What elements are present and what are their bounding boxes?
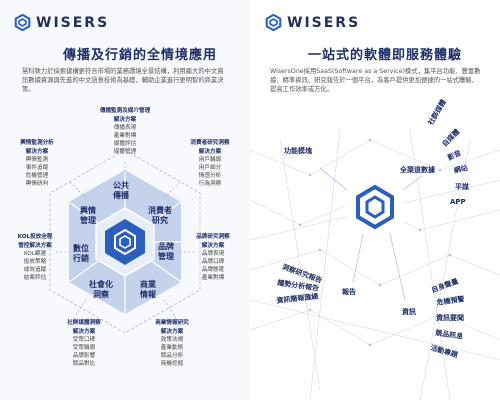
- block-item: 產業動態: [160, 344, 184, 351]
- block-sub: 解決方案: [113, 116, 137, 123]
- label-omni-channel-data: 全渠道數據: [400, 166, 435, 174]
- block-social-insight: 社群媒體洞察 解決方案 受眾口碑 受眾輪廓 品牌影響 競品對比: [56, 320, 112, 368]
- center-disc: [345, 177, 405, 237]
- hex-label-line: 研究: [152, 215, 168, 225]
- data-item-app: APP: [450, 198, 466, 206]
- hex-label-line: 公共: [113, 181, 129, 190]
- label-info: 資訊: [402, 308, 416, 316]
- hex-label-consumer: 消費者研究: [148, 206, 172, 225]
- block-sub: 解決方案: [72, 328, 96, 335]
- brand-name: WISERS: [36, 14, 110, 31]
- block-item: 行為洞察: [198, 180, 222, 187]
- page-title: 一站式的軟體即服務體驗: [308, 48, 463, 63]
- outer-dashed-ring: [49, 149, 201, 334]
- hex-label-social: 社會化洞察: [89, 280, 113, 299]
- hex-label-line: 數位: [73, 244, 89, 253]
- block-item: 用戶輪廓: [198, 156, 222, 163]
- block-item: 媒體評估: [113, 140, 137, 147]
- brand: WISERS: [14, 14, 109, 31]
- connectors: [56, 162, 194, 319]
- center-logo-icon: [114, 228, 136, 256]
- block-item: 產業對標: [201, 274, 225, 281]
- block-item: 成效追蹤: [23, 266, 47, 273]
- hex-label-line: 洞察: [93, 289, 109, 299]
- brand-name: WISERS: [287, 14, 361, 31]
- block-item: 事件追蹤: [25, 164, 49, 171]
- block-sub: 解決方案: [201, 242, 225, 249]
- block-kol: KOL投放全程 管控解決方案 KOL篩選 投放策略 成效追蹤 結案評估: [10, 234, 60, 282]
- hex-core: [105, 219, 145, 265]
- hex-label-line: 傳播: [113, 190, 129, 200]
- block-item: KOL篩選: [23, 250, 47, 257]
- block-item: 受眾口碑: [72, 336, 96, 343]
- block-sub: 解決方案: [25, 148, 49, 155]
- block-item: 商機挖掘: [160, 360, 184, 367]
- block-item: 投放策略: [23, 258, 47, 265]
- info-item-news: 資訊要聞: [436, 314, 464, 322]
- hex-label-line: 品牌: [158, 242, 174, 251]
- block-sub: 解決方案: [198, 148, 222, 155]
- block-consumer-research: 消費者研究洞察 解決方案 用戶輪廓 用戶細分 情感分析 行為洞察: [182, 140, 238, 188]
- block-item: 品牌口碑: [201, 258, 225, 265]
- block-business-intel: 商業情報研究 解決方案 政策法規 產業動態 競品分析 商機挖掘: [144, 320, 200, 368]
- block-head: KOL投放全程: [17, 234, 53, 240]
- block-item: 競品對比: [72, 360, 96, 367]
- hex-label-brand: 品牌管理: [158, 242, 174, 261]
- block-head: 傳播監測及媒介管理: [99, 108, 151, 114]
- hex-label-line: 行銷: [73, 253, 89, 263]
- block-item: 媒體管理: [113, 148, 137, 155]
- block-head: 品牌研究洞察: [196, 234, 230, 240]
- hex-label-digital: 數位行銷: [73, 244, 89, 263]
- block-sub: 管控解決方案: [18, 242, 52, 249]
- block-item: 傳播表現: [113, 124, 137, 131]
- hex-label-opinion: 輿情管理: [80, 206, 96, 225]
- block-head: 社群媒體洞察: [67, 320, 101, 326]
- label-function-modules: 功能模塊: [284, 147, 312, 155]
- block-head: 輿情監測分析: [20, 140, 54, 146]
- center-logo-icon: [356, 184, 394, 230]
- block-head: 商業情報研究: [155, 320, 189, 326]
- hex-label-business: 商業情報: [140, 280, 156, 299]
- branch-lines: [319, 167, 423, 301]
- block-item: 受眾輪廓: [72, 344, 96, 351]
- block-item: 用戶細分: [198, 164, 222, 171]
- block-item: 政策法規: [160, 336, 184, 343]
- block-item: 輿情研判: [25, 180, 49, 187]
- wisers-logo-icon: [14, 14, 31, 31]
- right-panel: WISERS 一站式的軟體即服務體驗 WisersOne採用SaaS(Softw…: [250, 0, 500, 400]
- left-panel: WISERS 傳播及行銷的全情境應用 慧科致力於採索建構更符合市場的業務環境全景…: [10, 14, 240, 368]
- hex-label-line: 消費者: [148, 206, 172, 215]
- block-item: 危機管理: [25, 172, 49, 179]
- data-item-print: 平媒: [455, 183, 469, 191]
- network-graphic: [250, 129, 500, 400]
- wisers-logo-icon: [265, 14, 282, 31]
- hex-label-line: 社會化: [89, 280, 113, 289]
- block-item: 競品分析: [160, 352, 184, 359]
- hex-label-line: 管理: [158, 251, 174, 261]
- hex-label-line: 輿情: [80, 206, 96, 215]
- block-comm-monitoring: 傳播監測及媒介管理 解決方案 傳播表現 產業對標 媒體評估 媒體管理: [95, 108, 155, 156]
- block-item: 結案評估: [23, 274, 47, 281]
- hex-diagram: [49, 149, 201, 334]
- block-head: 消費者研究洞察: [190, 140, 230, 146]
- hex-label-line: 商業: [140, 280, 156, 289]
- block-opinion-analysis: 輿情監測分析 解決方案 輿情監測 事件追蹤 危機管理 輿情研判: [12, 140, 62, 188]
- block-item: 產業對標: [113, 132, 137, 139]
- page-title: 傳播及行銷的全情境應用: [63, 48, 218, 63]
- network-nodes: [298, 138, 452, 347]
- block-item: 品牌態度: [201, 266, 225, 273]
- block-sub: 解決方案: [160, 328, 184, 335]
- block-item: 輿情監測: [25, 156, 49, 163]
- hex-label-line: 情報: [140, 289, 156, 299]
- block-item: 品牌表現: [201, 250, 225, 257]
- block-item: 情感分析: [198, 172, 222, 179]
- intro-text: WisersOne採用SaaS(Software as a Service)模式…: [270, 68, 481, 93]
- block-item: 品牌影響: [72, 352, 96, 359]
- label-report: 報告: [342, 288, 356, 296]
- hex-label-public-comm: 公共傳播: [113, 181, 129, 200]
- block-brand-research: 品牌研究洞察 解決方案 品牌表現 品牌口碑 品牌態度 產業對標: [186, 234, 240, 282]
- hex-label-line: 管理: [80, 215, 96, 225]
- intro-text: 慧科致力於採索建構更符合市場的業務環境全景結構，利用龐大的中文資訊數據資源與先進…: [22, 68, 224, 93]
- brand: WISERS: [265, 14, 360, 31]
